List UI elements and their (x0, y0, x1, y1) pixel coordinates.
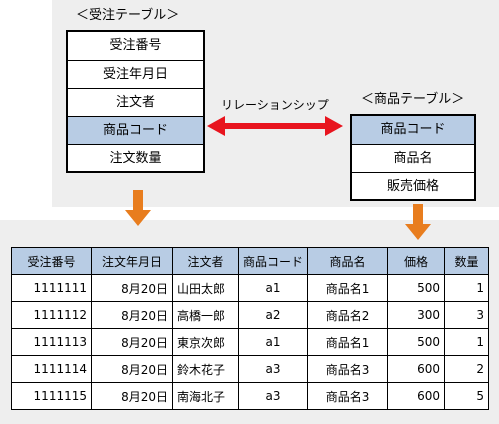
order-field-customer: 注文者 (68, 88, 203, 116)
product-down-arrow-icon (405, 204, 431, 240)
cell-product-name: 商品名1 (307, 274, 389, 302)
cell-order-number: 1111113 (11, 328, 92, 356)
cell-order-date: 8月20日 (91, 355, 173, 383)
header-product-code: 商品コード (237, 247, 309, 275)
product-table-title: ＜商品テーブル＞ (361, 92, 465, 107)
cell-customer: 高橋一郎 (172, 301, 239, 329)
order-field-quantity: 注文数量 (68, 144, 203, 172)
order-table-entity: 受注番号 受注年月日 注文者 商品コード 注文数量 (66, 30, 205, 173)
product-field-product-name: 商品名 (352, 144, 474, 172)
cell-quantity: 2 (444, 355, 490, 383)
cell-product-code: a1 (237, 328, 309, 356)
cell-order-number: 1111112 (11, 301, 92, 329)
product-table-entity: 商品コード 商品名 販売価格 (350, 114, 476, 201)
cell-price: 600 (387, 382, 446, 410)
cell-product-name: 商品名2 (307, 301, 389, 329)
cell-customer: 鈴木花子 (172, 355, 239, 383)
cell-price: 500 (387, 274, 446, 302)
order-table-title: ＜受注テーブル＞ (76, 8, 180, 23)
cell-price: 300 (387, 301, 446, 329)
cell-customer: 山田太郎 (172, 274, 239, 302)
table-row: 1111115 8月20日 南海北子 a3 商品名3 600 5 (11, 382, 490, 410)
cell-order-date: 8月20日 (91, 328, 173, 356)
result-table: 受注番号 注文年月日 注文者 商品コード 商品名 価格 数量 1111111 8… (11, 247, 490, 410)
table-row: 1111111 8月20日 山田太郎 a1 商品名1 500 1 (11, 274, 490, 302)
header-order-number: 受注番号 (11, 247, 92, 275)
header-quantity: 数量 (444, 247, 490, 275)
cell-quantity: 1 (444, 328, 490, 356)
cell-product-code: a1 (237, 274, 309, 302)
table-row: 1111112 8月20日 高橋一郎 a2 商品名2 300 3 (11, 301, 490, 329)
cell-quantity: 3 (444, 301, 490, 329)
cell-product-code: a3 (237, 382, 309, 410)
cell-order-number: 1111114 (11, 355, 92, 383)
table-row: 1111114 8月20日 鈴木花子 a3 商品名3 600 2 (11, 355, 490, 383)
table-row: 1111113 8月20日 東京次郎 a1 商品名1 500 1 (11, 328, 490, 356)
header-customer: 注文者 (172, 247, 239, 275)
relationship-label: リレーションシップ (221, 98, 329, 112)
cell-product-name: 商品名3 (307, 355, 389, 383)
order-field-order-number: 受注番号 (109, 38, 162, 53)
header-product-name: 商品名 (307, 247, 389, 275)
cell-quantity: 1 (444, 274, 490, 302)
order-field-order-date: 受注年月日 (68, 60, 203, 88)
cell-product-code: a3 (237, 355, 309, 383)
product-field-product-code: 商品コード (352, 116, 474, 144)
product-field-price: 販売価格 (352, 172, 474, 200)
cell-customer: 東京次郎 (172, 328, 239, 356)
result-table-header-row: 受注番号 注文年月日 注文者 商品コード 商品名 価格 数量 (11, 247, 490, 275)
cell-product-code: a2 (237, 301, 309, 329)
cell-order-date: 8月20日 (91, 382, 173, 410)
cell-price: 600 (387, 355, 446, 383)
cell-price: 500 (387, 328, 446, 356)
cell-order-date: 8月20日 (91, 301, 173, 329)
relationship-arrow-icon (207, 116, 343, 136)
cell-product-name: 商品名1 (307, 328, 389, 356)
header-order-date: 注文年月日 (91, 247, 173, 275)
cell-order-date: 8月20日 (91, 274, 173, 302)
cell-order-number: 1111115 (11, 382, 92, 410)
cell-product-name: 商品名3 (307, 382, 389, 410)
order-field-product-code: 商品コード (68, 116, 203, 144)
cell-order-number: 1111111 (11, 274, 92, 302)
cell-customer: 南海北子 (172, 382, 239, 410)
cell-quantity: 5 (444, 382, 490, 410)
order-down-arrow-icon (125, 190, 151, 226)
header-price: 価格 (387, 247, 446, 275)
